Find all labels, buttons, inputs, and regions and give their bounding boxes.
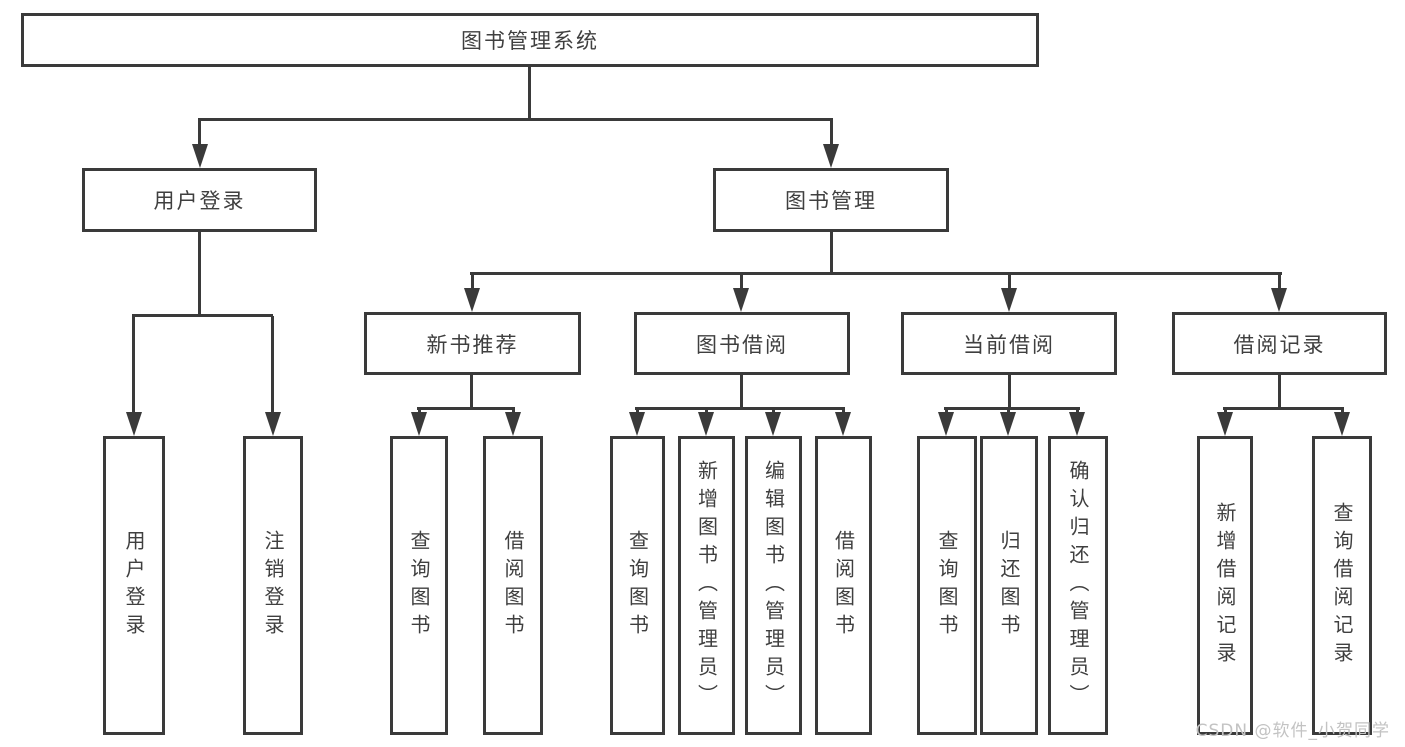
connector-current-rail <box>944 407 1080 410</box>
leaf-current-return-books: 归还图书 <box>980 436 1038 735</box>
arrow-down-icon <box>464 288 480 312</box>
connector-root-rail <box>198 118 833 121</box>
connector-recommend-rail <box>417 407 515 410</box>
connector-records-stem <box>1278 375 1281 409</box>
leaf-borrow-query-books: 查询图书 <box>610 436 665 735</box>
arrow-down-icon <box>1271 288 1287 312</box>
arrow-down-icon <box>1334 412 1350 436</box>
connector-current-stem <box>1008 375 1011 409</box>
connector-recommend-drop-2 <box>512 409 515 413</box>
arrow-down-icon <box>938 412 954 436</box>
connector-recommend-drop-1 <box>418 409 421 413</box>
arrow-down-icon <box>823 144 839 168</box>
arrow-down-icon <box>1001 288 1017 312</box>
leaf-current-confirm-return-admin: 确认归还（管理员） <box>1048 436 1108 735</box>
connector-borrow-drop-3 <box>772 409 775 413</box>
connector-root-drop-right <box>830 120 833 146</box>
arrow-down-icon <box>192 144 208 168</box>
connector-mgmt-drop-4 <box>1278 274 1281 288</box>
connector-current-drop-1 <box>945 409 948 413</box>
arrow-down-icon <box>835 412 851 436</box>
arrow-down-icon <box>765 412 781 436</box>
connector-mgmt-drop-3 <box>1008 274 1011 288</box>
leaf-borrow-edit-books-admin: 编辑图书（管理员） <box>745 436 802 735</box>
node-root: 图书管理系统 <box>21 13 1039 67</box>
connector-records-rail <box>1223 407 1344 410</box>
arrow-down-icon <box>629 412 645 436</box>
leaf-recommend-borrow-books: 借阅图书 <box>483 436 543 735</box>
arrow-down-icon <box>505 412 521 436</box>
leaf-records-add-record: 新增借阅记录 <box>1197 436 1253 735</box>
connector-mgmt-drop-2 <box>740 274 743 288</box>
connector-records-drop-1 <box>1224 409 1227 413</box>
leaf-logout: 注销登录 <box>243 436 303 735</box>
connector-root-stem <box>528 67 531 120</box>
arrow-down-icon <box>733 288 749 312</box>
leaf-records-query-record: 查询借阅记录 <box>1312 436 1372 735</box>
node-book-management: 图书管理 <box>713 168 949 232</box>
arrow-down-icon <box>1000 412 1016 436</box>
connector-mgmt-drop-1 <box>471 274 474 288</box>
connector-records-drop-2 <box>1341 409 1344 413</box>
connector-mgmt-stem <box>830 232 833 274</box>
leaf-borrow-add-books-admin: 新增图书（管理员） <box>678 436 735 735</box>
connector-borrow-drop-2 <box>705 409 708 413</box>
arrow-down-icon <box>265 412 281 436</box>
connector-borrow-drop-4 <box>842 409 845 413</box>
arrow-down-icon <box>1069 412 1085 436</box>
connector-login-stem <box>198 232 201 316</box>
connector-login-drop-left <box>132 316 135 412</box>
connector-root-drop-left <box>198 120 201 146</box>
node-book-borrow: 图书借阅 <box>634 312 850 375</box>
connector-borrow-drop-1 <box>636 409 639 413</box>
leaf-borrow-borrow-books: 借阅图书 <box>815 436 872 735</box>
watermark: CSDN @软件_小贺同学 <box>1195 721 1390 741</box>
connector-current-drop-3 <box>1076 409 1079 413</box>
arrow-down-icon <box>698 412 714 436</box>
connector-login-rail <box>132 314 273 317</box>
connector-current-drop-2 <box>1007 409 1010 413</box>
connector-login-drop-right <box>271 316 274 412</box>
leaf-recommend-query-books: 查询图书 <box>390 436 448 735</box>
node-new-book-recommend: 新书推荐 <box>364 312 581 375</box>
connector-mgmt-rail <box>470 272 1282 275</box>
connector-borrow-stem <box>740 375 743 409</box>
leaf-user-login: 用户登录 <box>103 436 165 735</box>
connector-recommend-stem <box>470 375 473 409</box>
leaf-current-query-books: 查询图书 <box>917 436 977 735</box>
connector-borrow-rail <box>635 407 845 410</box>
arrow-down-icon <box>1217 412 1233 436</box>
node-borrow-records: 借阅记录 <box>1172 312 1387 375</box>
node-current-borrow: 当前借阅 <box>901 312 1117 375</box>
node-user-login: 用户登录 <box>82 168 317 232</box>
arrow-down-icon <box>411 412 427 436</box>
arrow-down-icon <box>126 412 142 436</box>
